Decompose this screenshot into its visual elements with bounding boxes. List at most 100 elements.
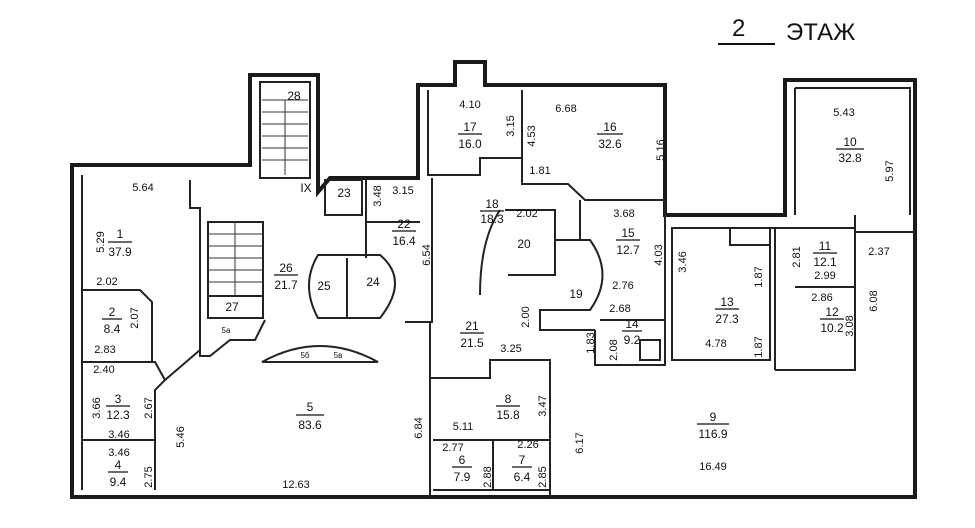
- dimension-label: 2.75: [143, 466, 155, 487]
- room-9: 9 116.9: [697, 410, 729, 441]
- room-label: 14: [625, 317, 639, 331]
- dimension-label: 2.76: [612, 280, 633, 292]
- room-label: 32.8: [838, 151, 862, 165]
- room-label: 12.1: [813, 255, 837, 269]
- room-label: 15.8: [496, 408, 520, 422]
- room-label: 32.6: [598, 137, 622, 151]
- dimension-label: 6.54: [421, 244, 433, 265]
- room-17: 17 16.0: [458, 120, 482, 151]
- room-21: 21 21.5: [460, 319, 484, 350]
- room-label: 116.9: [698, 427, 727, 441]
- dimension-label: 2.81: [791, 246, 803, 267]
- label-5b: 5б: [300, 351, 309, 360]
- room-label: 15: [621, 226, 635, 240]
- room-label: 2: [109, 305, 116, 319]
- room-10: 10 32.8: [836, 135, 864, 165]
- room-label: 6: [459, 453, 466, 467]
- room-label: 17: [463, 120, 477, 134]
- label-20: 20: [517, 237, 531, 251]
- dimension-labels: 5.64 5.29 2.02 2.07 2.83 2.40 3.66 2.67 …: [91, 99, 896, 491]
- room-5: 583.6: [296, 400, 324, 432]
- dimension-label: 1.83: [585, 332, 597, 353]
- dimension-label: 4.03: [653, 244, 665, 265]
- dimension-label: 5.64: [132, 182, 153, 194]
- room-label: 8.4: [104, 322, 121, 336]
- label-IX: IX: [300, 181, 311, 195]
- dimension-label: 3.46: [108, 429, 129, 441]
- dimension-label: 5.11: [453, 421, 474, 433]
- label-24: 24: [366, 275, 380, 289]
- room-label: 6.4: [514, 470, 531, 484]
- room-label: 9.4: [110, 475, 127, 489]
- room-2: 28.4: [102, 305, 122, 336]
- label-25: 25: [317, 279, 331, 293]
- room-3: 312.3: [106, 392, 130, 422]
- dimension-label: 12.63: [282, 479, 310, 491]
- room-label: 11: [819, 239, 832, 253]
- dimension-label: 2.40: [93, 364, 114, 376]
- dimension-label: 3.25: [500, 343, 521, 355]
- dimension-label: 2.77: [442, 442, 463, 454]
- room-label: 21.5: [460, 336, 484, 350]
- dimension-label: 2.00: [520, 306, 532, 327]
- dimension-label: 2.83: [94, 344, 115, 356]
- dimension-label: 6.84: [413, 417, 425, 438]
- floor-word: ЭТАЖ: [786, 19, 855, 46]
- dimension-label: 2.68: [609, 303, 630, 315]
- room-label: 16: [603, 120, 617, 134]
- room-label: 12.3: [106, 408, 130, 422]
- dimension-label: 16.49: [699, 461, 727, 473]
- room-label: 12: [825, 305, 839, 319]
- room-label: 37.9: [108, 245, 132, 259]
- room-8: 815.8: [496, 392, 520, 422]
- room-label: 21: [465, 319, 479, 333]
- room-label: 16.0: [458, 137, 482, 151]
- dimension-label: 3.46: [677, 251, 689, 272]
- room-label: 22: [397, 217, 411, 231]
- room-16: 16 32.6: [597, 120, 623, 151]
- room-label: 18.3: [480, 212, 504, 226]
- label-23: 23: [337, 186, 351, 200]
- dimension-label: 5.43: [833, 107, 854, 119]
- dimension-label: 2.07: [129, 307, 141, 328]
- dimension-label: 2.88: [482, 466, 494, 487]
- dimension-label: 2.85: [537, 466, 549, 487]
- dimension-label: 5.46: [175, 426, 187, 447]
- room-label: 10: [843, 135, 857, 149]
- dimension-label: 3.08: [844, 315, 856, 336]
- dimension-label: 3.66: [91, 397, 103, 418]
- dimension-label: 5.16: [655, 139, 667, 160]
- room-label: 21.7: [274, 278, 298, 292]
- room-4: 49.4: [108, 458, 128, 489]
- dimension-label: 2.26: [517, 439, 538, 451]
- room-label: 10.2: [820, 321, 844, 335]
- room-label: 9: [710, 410, 717, 424]
- dimension-label: 3.68: [613, 208, 634, 220]
- dimension-label: 2.08: [608, 339, 620, 360]
- dimension-label: 3.48: [372, 185, 384, 206]
- dimension-label: 6.08: [868, 290, 880, 311]
- dimension-label: 3.15: [505, 115, 517, 136]
- dimension-label: 2.37: [868, 246, 889, 258]
- label-28: 28: [287, 89, 301, 103]
- room-6: 67.9: [452, 453, 472, 484]
- room-label: 1: [117, 227, 124, 241]
- room-11: 11 12.1: [813, 239, 837, 269]
- dimension-label: 2.86: [811, 292, 832, 304]
- label-19: 19: [569, 287, 583, 301]
- room-7: 76.4: [512, 453, 532, 484]
- dimension-label: 3.47: [537, 395, 549, 416]
- room-label: 18: [485, 197, 499, 211]
- room-label: 8: [505, 392, 512, 406]
- room-label: 5: [307, 400, 314, 414]
- dimension-label: 6.68: [555, 103, 576, 115]
- room-label: 7: [519, 453, 526, 467]
- label-27: 27: [225, 300, 239, 314]
- dimension-label: 3.46: [108, 447, 129, 459]
- floor-number: 2: [732, 15, 745, 42]
